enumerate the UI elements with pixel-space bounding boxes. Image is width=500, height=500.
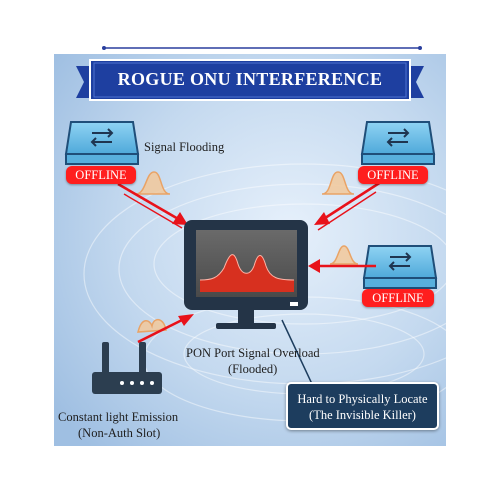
pon-port-label-line1: PON Port Signal Overload — [186, 346, 320, 360]
olt-monitor-icon — [184, 220, 308, 329]
offline-badge: OFFLINE — [66, 166, 136, 184]
onu-device-icon — [360, 121, 436, 165]
top-rule — [102, 46, 422, 50]
emission-label-line1: Constant light Emission — [58, 410, 179, 424]
callout-pointer — [281, 319, 313, 385]
pon-port-label-line2: (Flooded) — [228, 362, 278, 376]
offline-badge: OFFLINE — [362, 289, 434, 307]
title-banner — [76, 59, 424, 101]
signal-flooding-label: Signal Flooding — [144, 140, 225, 154]
callout-line2: (The Invisible Killer) — [309, 408, 416, 422]
emission-label-line2: (Non-Auth Slot) — [78, 426, 161, 440]
offline-badge: OFFLINE — [358, 166, 428, 184]
onu-device-icon — [362, 245, 438, 289]
infographic-panel: ROGUE ONU INTERFERENCE Signal Flooding P… — [54, 54, 446, 446]
diagram-art — [54, 54, 446, 446]
arrow — [117, 178, 385, 344]
router-icon — [92, 342, 162, 394]
signal-wave — [135, 171, 359, 333]
onu-device-icon — [64, 121, 140, 165]
callout-box: Hard to Physically Locate (The Invisible… — [286, 382, 439, 430]
callout-line1: Hard to Physically Locate — [297, 392, 428, 406]
page-title: ROGUE ONU INTERFERENCE — [117, 69, 383, 89]
